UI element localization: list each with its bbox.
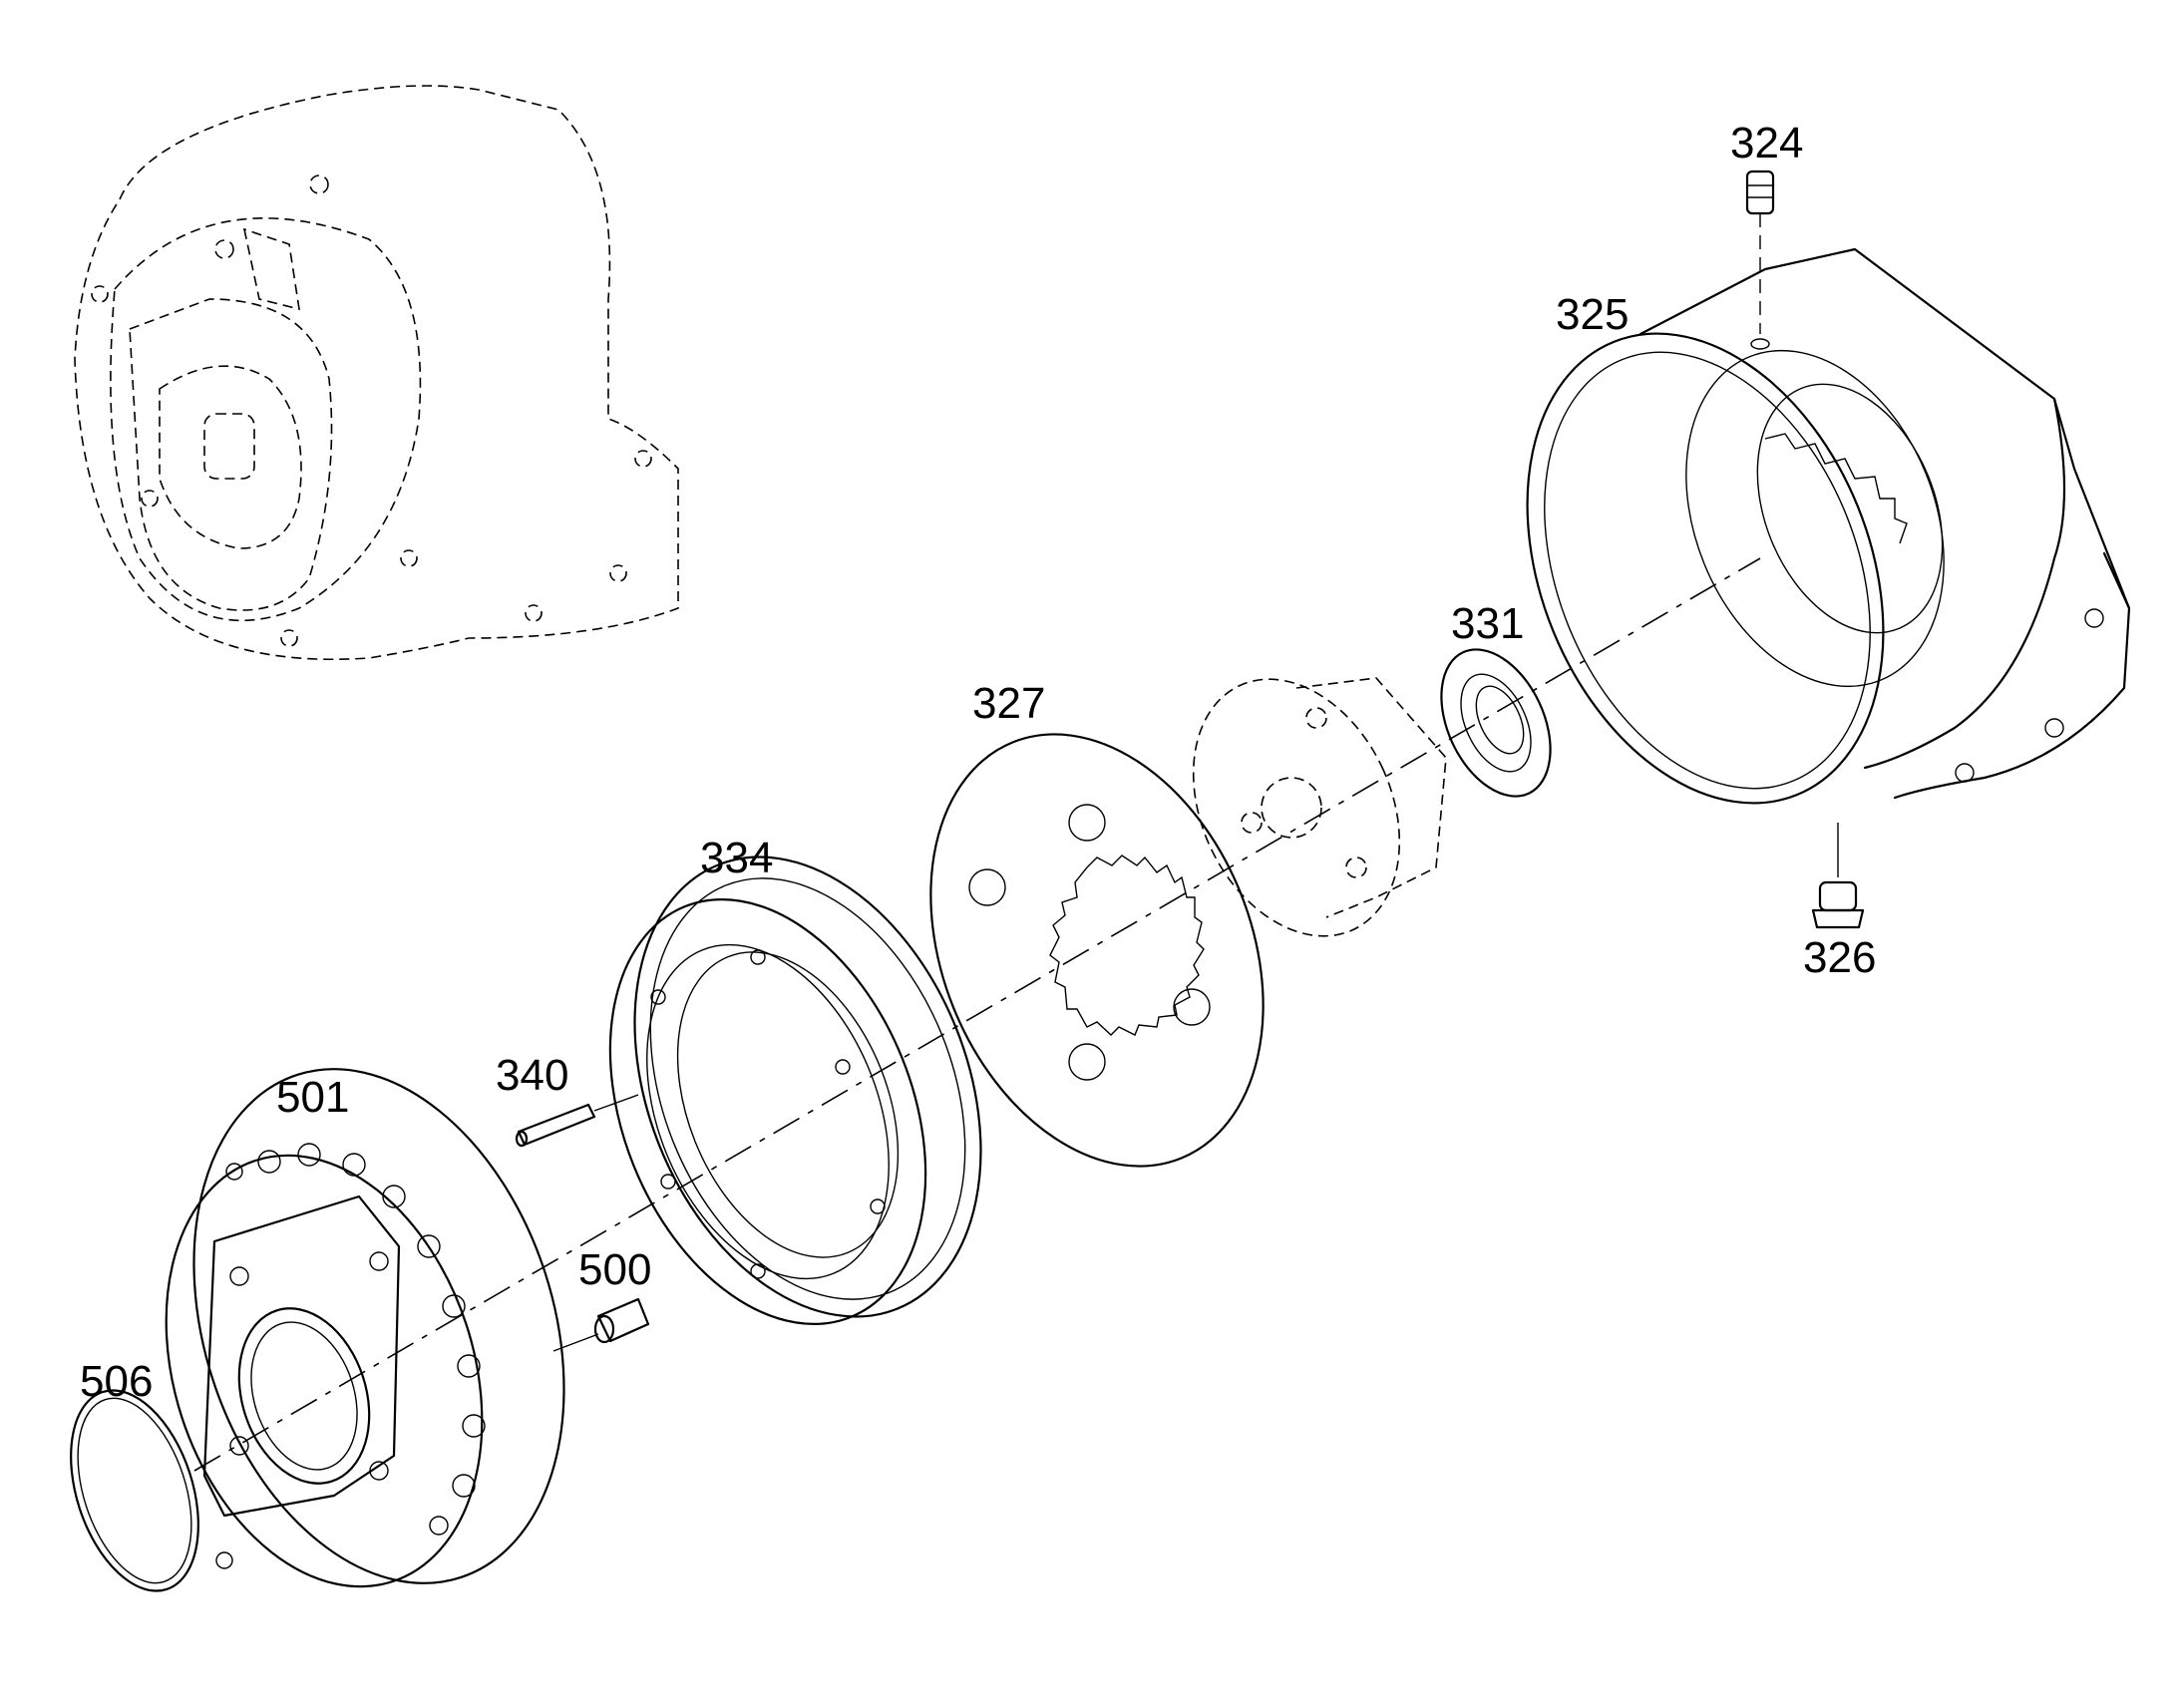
part-500-dowel — [552, 1297, 650, 1352]
callout-327: 327 — [972, 679, 1045, 728]
callout-334: 334 — [700, 834, 773, 882]
callout-506: 506 — [80, 1357, 153, 1406]
callout-326: 326 — [1803, 933, 1876, 982]
callout-325: 325 — [1556, 290, 1629, 339]
part-324-plug — [1745, 170, 1775, 334]
ghost-planet-carrier — [1192, 677, 1447, 937]
part-501-motor-cover — [165, 1068, 565, 1588]
assembly-axis — [193, 557, 1761, 1472]
ghost-housing — [74, 85, 679, 661]
part-325-ring-gear-housing — [1526, 247, 2131, 805]
part-340-pin — [515, 1094, 639, 1148]
callout-331: 331 — [1451, 599, 1524, 648]
part-331-seal — [1440, 648, 1552, 798]
callout-500: 500 — [578, 1245, 651, 1294]
part-506-o-ring — [70, 1389, 199, 1592]
callout-501: 501 — [276, 1073, 349, 1122]
part-326-plug — [1811, 823, 1865, 929]
callout-324: 324 — [1730, 119, 1803, 168]
callout-340: 340 — [496, 1051, 568, 1100]
part-327-friction-disc — [929, 733, 1265, 1168]
